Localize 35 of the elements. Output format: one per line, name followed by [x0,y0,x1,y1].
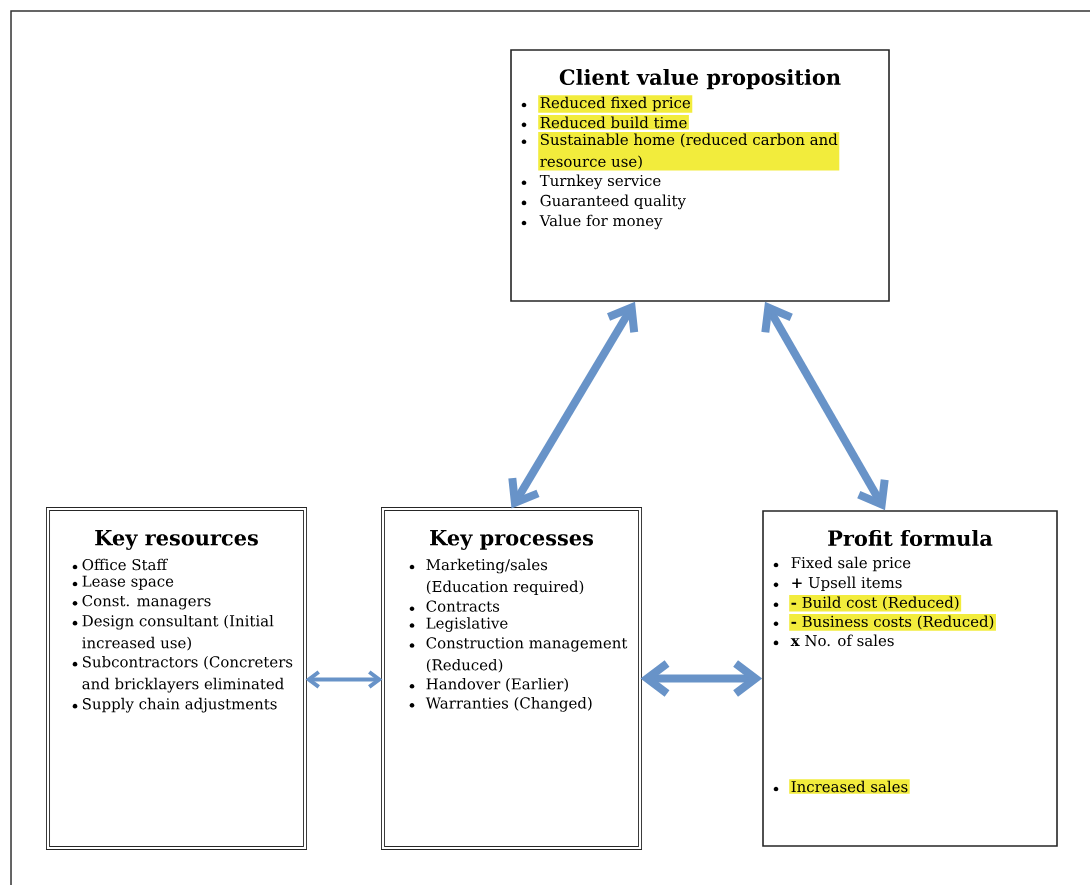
bullet-item: Sustainable home (reduced carbon and resource use) [521,132,840,171]
bullet-item: Handover (Earlier) [409,678,568,692]
bullet-item: Turnkey service [521,174,661,190]
bullet-item: Construction management (Reduced) [409,637,628,673]
bullet-item: Office Staff [72,558,168,571]
box-heading: Key processes [430,530,593,550]
box-heading: Profit formula [828,529,993,547]
bullet-item: Lease space [72,575,174,590]
double-arrow [508,301,639,509]
bullet-item: Legislative [409,617,508,632]
content-box [46,507,307,850]
box-heading: Client value proposition [559,68,841,90]
double-arrow [640,660,763,697]
bullet-item: Reduced fixed price [521,95,693,113]
bullet-item: + Upsell items [773,576,902,591]
bullet-item: Value for money [521,214,663,230]
content-box [510,49,890,302]
bullet-item: Reduced build time [521,115,689,130]
bullet-item: Contracts [409,600,500,612]
bullet-item: Subcontractors (Concreters and bricklayers eliminated [72,655,293,693]
bullet-item: - Business costs (Reduced) [773,614,996,631]
bullet-item: Fixed sale price [773,556,911,572]
double-arrow [761,301,889,511]
content-box [762,510,1058,847]
bullet-item: Warranties (Changed) [409,697,592,712]
bullet-item: Const. managers [72,595,211,610]
bullet-item: Guaranteed quality [521,194,686,210]
bullet-item: Marketing/sales (Education required) [409,558,584,596]
bullet-item: Supply chain adjustments [72,697,277,713]
bullet-item: Design consultant (Initial increased use) [72,614,274,651]
bullet-item: x No. of sales [773,634,894,647]
content-box [381,507,642,850]
box-heading: Key resources [95,530,258,550]
double-arrow [305,670,383,689]
bullet-item: Increased sales [773,779,910,794]
